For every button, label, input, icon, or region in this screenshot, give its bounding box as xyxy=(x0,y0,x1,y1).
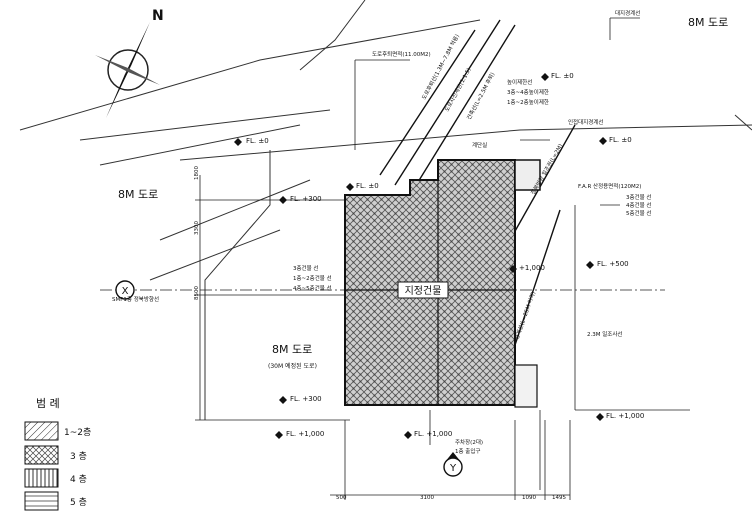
note-left-3: 4층~5층건물 선 xyxy=(293,284,332,292)
svg-text:4 층: 4 층 xyxy=(70,474,87,485)
legend-item-4-floor: 4 층 xyxy=(24,468,87,488)
svg-text:3300: 3300 xyxy=(194,221,200,235)
road-label-top-right: 8M 도로 xyxy=(688,16,728,29)
svg-text:500: 500 xyxy=(336,495,347,501)
note-far-sub-3: 5층건물 선 xyxy=(626,209,652,217)
dimension-labels: 1800 3300 8500 500 3100 1090 1495 xyxy=(194,166,566,501)
level-marker-bottom-right: FL. +1,000 xyxy=(596,412,644,421)
legend-item-3-floor: 3 층 xyxy=(24,445,87,465)
road-label-center-sub: (30M 예정된 도로) xyxy=(268,362,317,370)
svg-text:FL. ±0: FL. ±0 xyxy=(356,182,379,190)
legend-item-1-2-floor: 1~2층 xyxy=(24,421,91,441)
svg-text:FL. ±0: FL. ±0 xyxy=(609,136,632,144)
note-top-right: 대지경계선 xyxy=(615,9,640,17)
note-axis: SMF1층 정북방향선 xyxy=(112,295,159,303)
building-footprint: 지정건물 xyxy=(344,159,541,408)
svg-text:1~2층: 1~2층 xyxy=(64,427,91,438)
svg-text:FL. ±0: FL. ±0 xyxy=(246,137,269,145)
note-lower-right: 2.3M 일조사선 xyxy=(587,330,622,338)
svg-text:3100: 3100 xyxy=(420,495,434,501)
road-label-left: 8M 도로 xyxy=(118,188,158,201)
level-markers: FL. ±0 FL. ±0 FL. ±0 FL. ±0 FL. +300 FL.… xyxy=(234,72,644,439)
road-label-center: 8M 도로 xyxy=(272,343,312,356)
north-arrow-icon: N xyxy=(95,8,164,118)
note-stair: 계단실 xyxy=(472,141,487,149)
road-edge-lines xyxy=(19,0,752,420)
level-marker-top-right-a: FL. ±0 xyxy=(541,72,574,81)
level-marker-top-left: FL. ±0 xyxy=(234,137,269,146)
level-marker-bottom-left-b: FL. +1,000 xyxy=(275,430,324,439)
svg-text:X: X xyxy=(122,286,129,297)
note-left-1: 3층건물 선 xyxy=(293,264,319,272)
note-right-1: 높이제한선 xyxy=(507,78,532,86)
svg-text:5 층: 5 층 xyxy=(70,497,87,508)
svg-text:1495: 1495 xyxy=(552,495,566,501)
level-marker-right-mid-b: +1,000 xyxy=(509,264,545,273)
note-right-2: 3층~4층높이제한 xyxy=(507,88,549,96)
note-bottom-2: 1층 출입구 xyxy=(455,447,481,455)
note-far-sub-2: 4층건물 선 xyxy=(626,201,652,209)
note-area: 도로후퇴면적(11.00M2) xyxy=(372,50,431,58)
note-diag-5: 경계선(L=25M 이격) xyxy=(512,290,537,340)
level-marker-bottom-center: FL. +1,000 xyxy=(404,430,452,439)
legend-title: 범 례 xyxy=(36,397,60,410)
note-right-4: 인접대지경계선 xyxy=(568,118,603,126)
svg-text:3 층: 3 층 xyxy=(70,451,87,462)
svg-text:+1,000: +1,000 xyxy=(519,264,545,272)
legend-item-5-floor: 5 층 xyxy=(24,491,87,511)
entrance-block xyxy=(514,364,538,408)
svg-text:8500: 8500 xyxy=(194,286,200,300)
svg-text:FL. +500: FL. +500 xyxy=(597,260,629,268)
svg-text:1090: 1090 xyxy=(522,495,536,501)
svg-text:FL. +300: FL. +300 xyxy=(290,195,322,203)
svg-text:FL. +300: FL. +300 xyxy=(290,395,322,403)
building-label: 지정건물 xyxy=(405,285,442,297)
stair-block xyxy=(514,159,541,191)
svg-text:Y: Y xyxy=(449,463,457,474)
svg-text:FL. +1,000: FL. +1,000 xyxy=(286,430,324,438)
note-right-3: 1층~2층높이제한 xyxy=(507,98,549,106)
level-marker-bottom-left: FL. +300 xyxy=(279,395,322,404)
note-left-2: 1층~2층건물 선 xyxy=(293,274,332,282)
svg-text:FL. ±0: FL. ±0 xyxy=(551,72,574,80)
y-section-marker: Y xyxy=(443,452,463,477)
setback-diagonals xyxy=(379,19,576,361)
level-marker-top-center: FL. ±0 xyxy=(346,182,379,191)
legend: 범 례 1~2층 3 층 4 층 5 층 xyxy=(24,397,91,511)
level-marker-right-mid: FL. +500 xyxy=(586,260,629,269)
note-bottom-1: 주차장(2대) xyxy=(455,438,483,446)
svg-text:FL. +1,000: FL. +1,000 xyxy=(414,430,452,438)
svg-text:1800: 1800 xyxy=(194,166,200,180)
x-section-marker: X xyxy=(115,280,135,300)
svg-text:FL. +1,000: FL. +1,000 xyxy=(606,412,644,420)
note-far-sub-1: 3층건물 선 xyxy=(626,193,652,201)
level-marker-top-right-b: FL. ±0 xyxy=(599,136,632,145)
level-marker-mid-left: FL. +300 xyxy=(279,195,322,204)
note-diag-3: 건축선(L=2.5M 후퇴) xyxy=(465,71,497,121)
north-label: N xyxy=(152,8,164,24)
note-far: F.A.R 산정용면적(120M2) xyxy=(578,182,641,190)
